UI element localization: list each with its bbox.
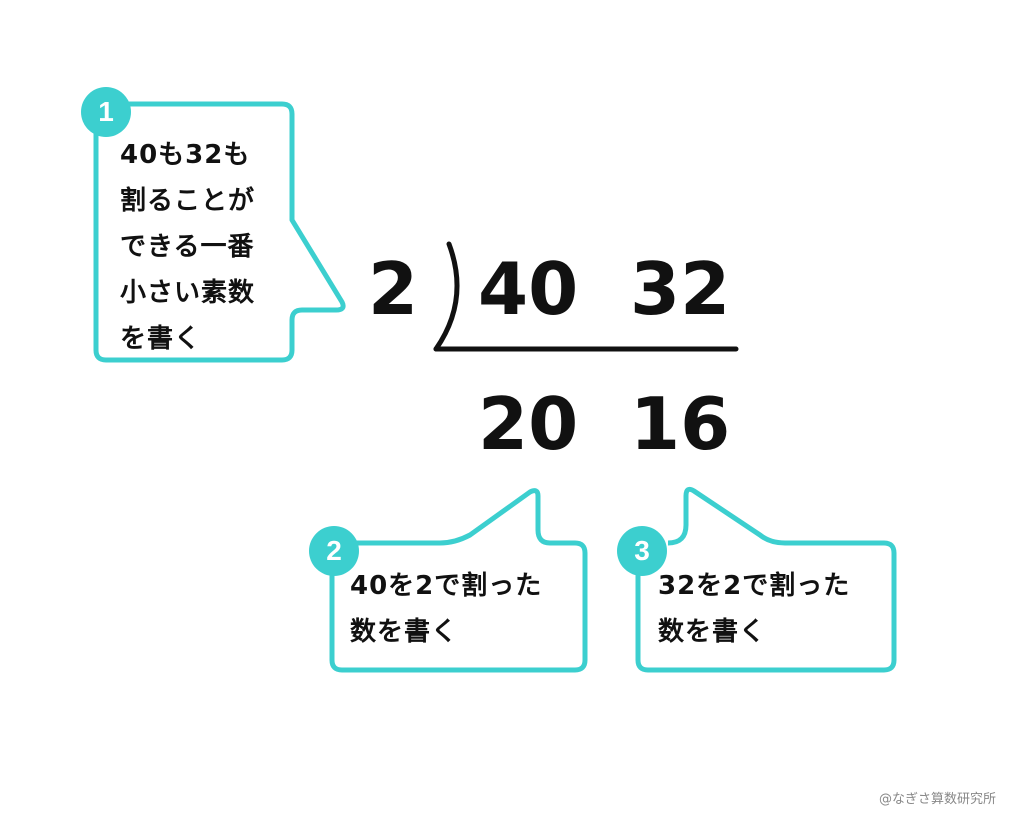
divisor: 2 bbox=[368, 247, 419, 331]
callout-1-badge: 1 bbox=[81, 87, 131, 137]
callout-2-badge: 2 bbox=[309, 526, 359, 576]
dividend-1: 40 bbox=[478, 247, 579, 331]
callout-2-text: 40を2で割った 数を書く bbox=[350, 563, 542, 655]
callout-3-line: 数を書く bbox=[658, 617, 767, 647]
quotient-1: 20 bbox=[478, 382, 579, 466]
callout-3-line: 32を2で割った bbox=[658, 571, 851, 601]
callout-1-line: 割ることが bbox=[120, 186, 256, 216]
callout-2-line: 40を2で割った bbox=[350, 571, 543, 601]
callout-1-line: 40も32も bbox=[120, 140, 251, 170]
callout-3-badge: 3 bbox=[617, 526, 667, 576]
callout-3-text: 32を2で割った 数を書く bbox=[658, 563, 850, 655]
quotient-2: 16 bbox=[630, 382, 731, 466]
credit-text: @なぎさ算数研究所 bbox=[878, 792, 996, 807]
callout-1-line: できる一番 bbox=[120, 232, 255, 262]
callout-1-line: 小さい素数 bbox=[120, 278, 256, 308]
callout-2-line: 数を書く bbox=[350, 617, 459, 647]
callout-2-bubble bbox=[329, 488, 588, 673]
callout-1-line: を書く bbox=[120, 324, 202, 354]
dividend-2: 32 bbox=[630, 247, 731, 331]
callout-1-bubble bbox=[93, 101, 346, 363]
division-bracket bbox=[433, 241, 460, 352]
callout-3-bubble bbox=[635, 486, 897, 673]
callout-1-text: 40も32も 割ることが できる一番 小さい素数 を書く bbox=[120, 132, 255, 362]
